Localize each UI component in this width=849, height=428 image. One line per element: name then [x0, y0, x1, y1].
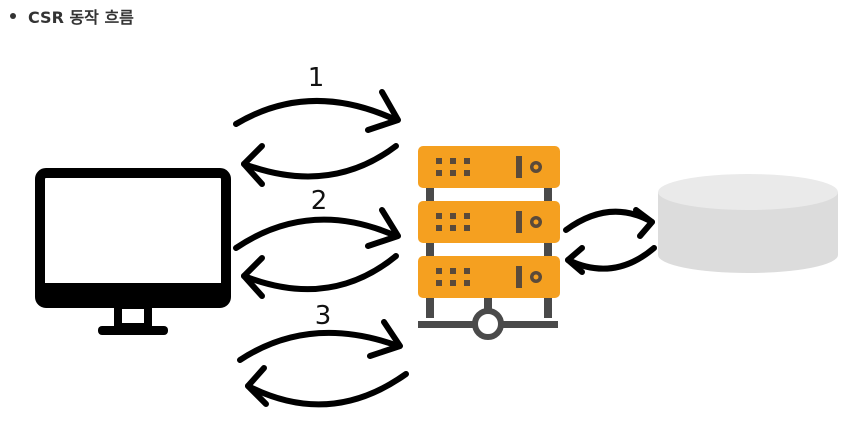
step-number-3: 3: [315, 301, 332, 331]
request-arrow-1: [233, 89, 401, 133]
response-arrow-3: [245, 365, 409, 408]
response-arrow-2: [241, 253, 399, 299]
request-arrow-2: [233, 207, 401, 251]
bullet-icon: [10, 13, 16, 19]
request-arrow-3: [237, 319, 403, 363]
step-number-2: 2: [311, 186, 328, 216]
network-icon: [418, 298, 558, 340]
server-icon: [418, 146, 560, 318]
db-request-arrow: [563, 207, 655, 239]
response-arrow-1: [241, 143, 399, 187]
db-response-arrow: [565, 245, 657, 275]
database-icon: [658, 174, 838, 273]
server-unit-2: [418, 201, 560, 243]
heading-text: CSR 동작 흐름: [28, 8, 134, 27]
server-unit-3: [418, 256, 560, 298]
server-unit-1: [418, 146, 560, 188]
step-number-1: 1: [308, 63, 325, 93]
section-heading: CSR 동작 흐름: [10, 4, 134, 28]
monitor-icon: [35, 168, 231, 335]
